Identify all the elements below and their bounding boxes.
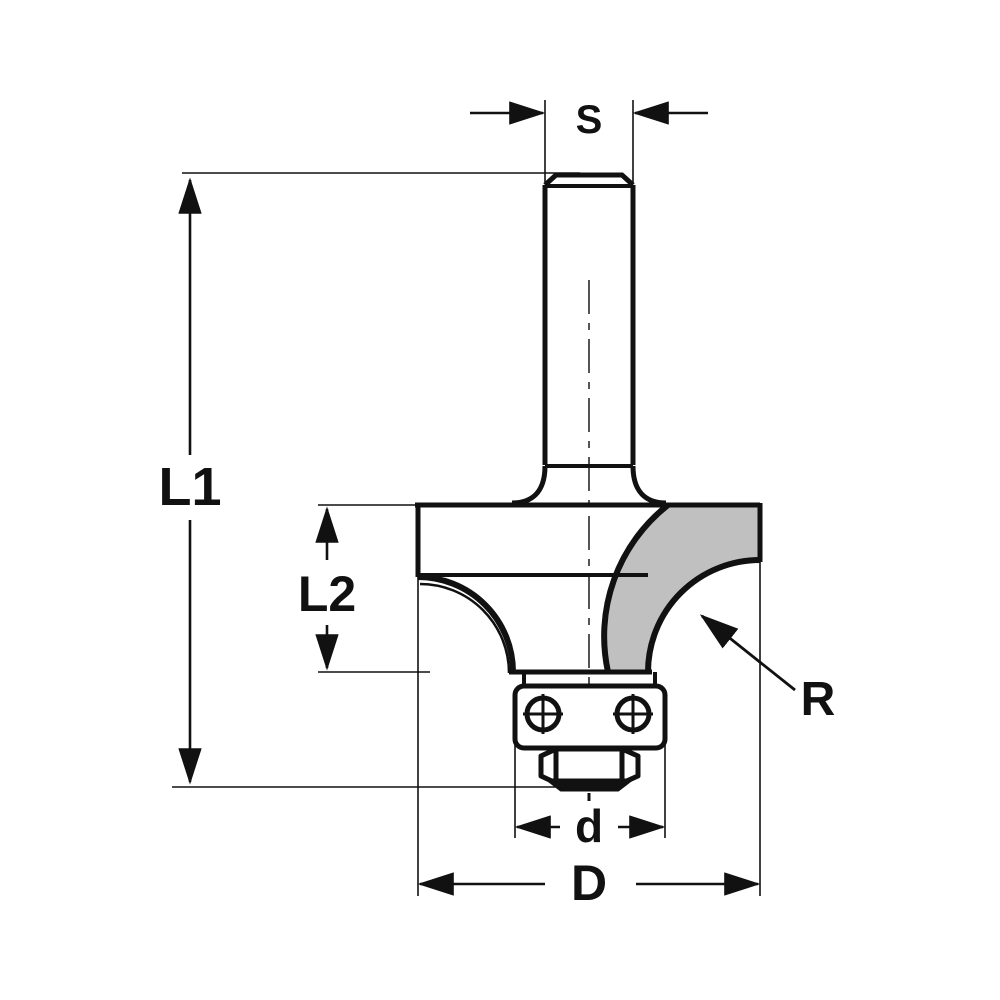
dimension-d: d: [514, 800, 666, 852]
cutter-body-group: [415, 502, 763, 675]
dimension-L2: L2: [298, 506, 356, 671]
dim-label-L1: L1: [158, 457, 221, 517]
cutting-arc-left-inner: [419, 582, 511, 674]
dimension-S: S: [470, 98, 708, 142]
dim-label-R: R: [801, 673, 836, 726]
shank-group: [511, 172, 667, 506]
extension-lines-group: [172, 100, 761, 896]
cutting-arc-right-outer: [645, 557, 761, 673]
shank-top-chamfer: [543, 172, 635, 187]
hex-nut-group: [538, 746, 641, 801]
dim-label-L2: L2: [298, 566, 356, 622]
hex-nut-bottom-lip: [546, 778, 633, 792]
cutting-arc-left-outer: [417, 574, 516, 673]
dim-label-d: d: [575, 800, 603, 852]
dim-label-S: S: [576, 98, 603, 142]
dimension-D: D: [417, 855, 761, 911]
dimension-R: R: [699, 614, 836, 726]
cutting-arc-right-inner: [601, 502, 670, 673]
ball-bearing-group: [512, 672, 668, 751]
hex-nut-outline: [538, 746, 641, 786]
dimension-L1: L1: [158, 177, 222, 785]
dim-R-leader: [699, 614, 796, 692]
dim-label-D: D: [571, 855, 607, 911]
